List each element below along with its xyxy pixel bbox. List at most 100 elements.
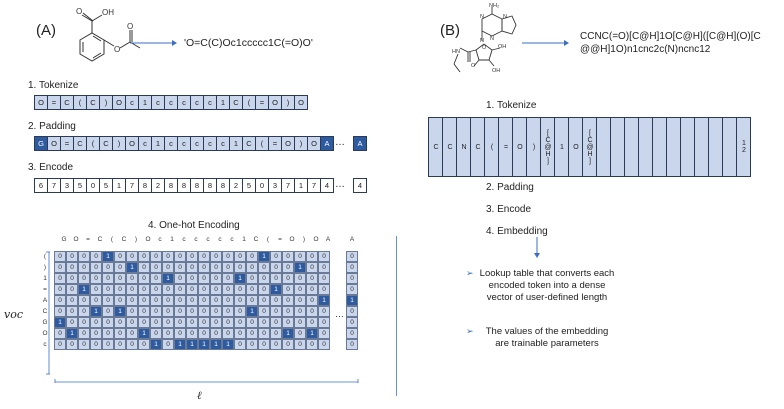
- onehot-cell: 0: [174, 317, 186, 328]
- onehot-cell: 0: [234, 317, 246, 328]
- onehot-cell: 0: [138, 273, 150, 284]
- token-cell: O: [34, 95, 48, 110]
- onehot-cell: 0: [294, 328, 306, 339]
- panel-a-label: (A): [36, 22, 56, 39]
- embedding-bullet-1: ➢ Lookup table that converts each encode…: [466, 268, 615, 303]
- onehot-cell: 0: [114, 295, 126, 306]
- token-cell: c: [177, 136, 191, 151]
- onehot-cell: 0: [126, 284, 138, 295]
- onehot-cell: 0: [102, 295, 114, 306]
- onehot-cell: 0: [114, 328, 126, 339]
- smiles-a: 'O=C(C)Oc1ccccc1C(=O)O': [184, 37, 313, 49]
- column-label: C: [97, 236, 103, 243]
- token-cell: 1: [229, 136, 243, 151]
- token-cell: O: [125, 136, 139, 151]
- onehot-cell: 0: [306, 317, 318, 328]
- token-cell: (: [86, 136, 100, 151]
- onehot-cell: 0: [258, 284, 270, 295]
- token-cell: c: [203, 95, 217, 110]
- encoded-cell: 5: [242, 178, 256, 193]
- encoded-cell: 3: [60, 178, 74, 193]
- token-cell-b: [624, 117, 639, 177]
- onehot-cell: 0: [54, 284, 66, 295]
- onehot-cell: 0: [90, 262, 102, 273]
- token-cell-b: O: [568, 117, 583, 177]
- onehot-cell: 0: [78, 251, 90, 262]
- token-cell: c: [216, 136, 230, 151]
- onehot-cell: 0: [198, 317, 210, 328]
- encoded-cell: 2: [229, 178, 243, 193]
- encoded-cell: 5: [73, 178, 87, 193]
- token-text-b: 1: [558, 143, 566, 151]
- token-cell-b: O: [512, 117, 527, 177]
- column-label: 1: [170, 236, 174, 243]
- onehot-cell: 0: [186, 262, 198, 273]
- panel-divider: [396, 236, 397, 396]
- token-cell-b: (: [484, 117, 499, 177]
- column-label: O: [289, 236, 295, 243]
- onehot-cell: 0: [162, 339, 174, 350]
- encoded-cell: 8: [164, 178, 178, 193]
- onehot-cell: 0: [270, 295, 282, 306]
- onehot-cell: 0: [66, 262, 78, 273]
- onehot-cell: 1: [234, 273, 246, 284]
- onehot-cell: 0: [210, 295, 222, 306]
- token-cell: C: [242, 136, 256, 151]
- onehot-cell: 0: [270, 328, 282, 339]
- vocab-bracket: [46, 251, 50, 375]
- onehot-cell: 0: [346, 251, 358, 262]
- token-text-b: =: [502, 143, 510, 151]
- onehot-cell: 0: [162, 295, 174, 306]
- onehot-cell: 0: [102, 339, 114, 350]
- step-padding-a: 2. Padding: [28, 121, 76, 132]
- onehot-cell: 0: [114, 317, 126, 328]
- onehot-cell: 0: [198, 284, 210, 295]
- token-cell: ): [99, 95, 113, 110]
- onehot-cell: 0: [294, 317, 306, 328]
- hn-label: HN: [452, 49, 460, 55]
- token-cell: =: [47, 95, 61, 110]
- onehot-cell: 1: [114, 306, 126, 317]
- onehot-cell: 0: [138, 262, 150, 273]
- onehot-cell: 0: [102, 273, 114, 284]
- token-cell-b: [596, 117, 611, 177]
- onehot-cell: 0: [126, 339, 138, 350]
- onehot-cell: 0: [162, 262, 174, 273]
- onehot-cell: 0: [90, 339, 102, 350]
- onehot-cell: 0: [270, 306, 282, 317]
- token-cell-b: [638, 117, 653, 177]
- onehot-cell: 0: [222, 317, 234, 328]
- onehot-cell: 0: [174, 328, 186, 339]
- onehot-cell: 0: [346, 284, 358, 295]
- onehot-cell: 0: [66, 284, 78, 295]
- onehot-cell: 0: [66, 295, 78, 306]
- encoded-cell: 4: [320, 178, 334, 193]
- nh2-label: NH₂: [489, 3, 499, 9]
- onehot-cell: 0: [210, 306, 222, 317]
- onehot-cell: 0: [186, 295, 198, 306]
- onehot-cell: 0: [346, 328, 358, 339]
- row-label: =: [43, 286, 47, 293]
- token-cell: =: [268, 136, 282, 151]
- token-cell: C: [60, 95, 74, 110]
- n2-label: N: [480, 14, 484, 20]
- encoded-cell: 7: [47, 178, 61, 193]
- panel-b-label: (B): [440, 22, 460, 39]
- onehot-cell: 0: [66, 306, 78, 317]
- encoded-cell: 1: [112, 178, 126, 193]
- onehot-cell: 0: [210, 284, 222, 295]
- onehot-cell: 0: [222, 306, 234, 317]
- onehot-cell: 0: [162, 251, 174, 262]
- onehot-cell: 0: [186, 317, 198, 328]
- onehot-cell: 0: [234, 251, 246, 262]
- step-tokenize-b: 1. Tokenize: [486, 100, 537, 111]
- token-cell-b: =: [498, 117, 513, 177]
- onehot-cell: 0: [306, 306, 318, 317]
- onehot-cell: 0: [78, 273, 90, 284]
- onehot-cell: 0: [90, 273, 102, 284]
- onehot-cell: 0: [234, 339, 246, 350]
- row-label: c: [43, 341, 47, 348]
- bullet-arrow-icon: ➢: [466, 326, 474, 336]
